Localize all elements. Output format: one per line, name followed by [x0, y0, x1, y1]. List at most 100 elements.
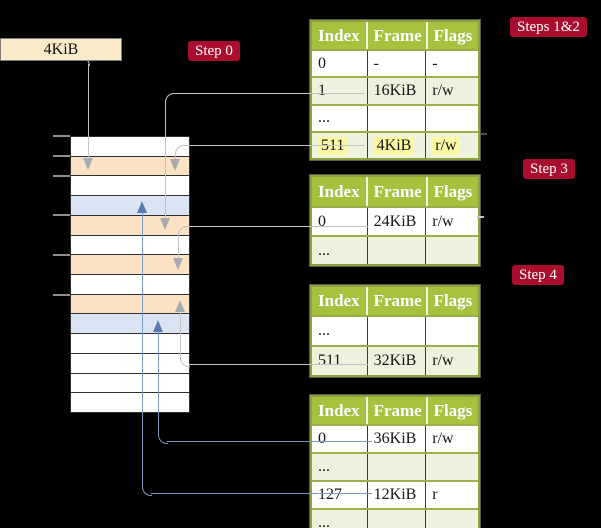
table-cell: r/w	[426, 78, 478, 104]
table-row: ...	[312, 508, 478, 528]
memory-tick	[53, 214, 70, 216]
memory-frame-row-2	[71, 176, 189, 197]
column-header-flags: Flags	[433, 400, 473, 420]
memory-frame-row-7	[71, 275, 189, 295]
column-header-frame: Frame	[368, 177, 428, 206]
connector-table4-index-0-to-memory-frame-36KiB	[167, 441, 372, 442]
table-row: ...	[312, 315, 478, 345]
cell-text: ...	[318, 458, 330, 475]
cell-text: 32KiB	[373, 352, 417, 369]
table-cell: 36KiB	[368, 426, 427, 452]
cell-text: 511	[318, 352, 342, 369]
memory-tick	[53, 135, 70, 137]
cell-text: ...	[318, 322, 330, 339]
table-row: 0 24KiB r/w	[312, 206, 478, 235]
badge-step-3: Step 3	[523, 159, 575, 179]
connector-table1-index-511-to-memory-frame-4KiB-arrowhead-icon	[169, 159, 180, 171]
memory-tick	[53, 294, 70, 296]
table-cell	[367, 510, 427, 528]
table-cell: -	[426, 51, 478, 76]
memory-frame-row-8	[71, 294, 189, 315]
table-cell: 0	[312, 426, 368, 452]
cell-text: 0	[318, 212, 326, 230]
memory-frame-row-9	[71, 314, 189, 335]
column-header-index: Index	[312, 397, 368, 424]
table-cell	[368, 317, 427, 345]
connector-table1-index-1-to-memory-frame-16KiB	[173, 93, 365, 94]
physical-memory-column	[70, 136, 190, 413]
column-header-index: Index	[312, 22, 368, 49]
cell-text: ...	[318, 109, 330, 127]
table-cell: r/w	[426, 347, 478, 375]
memory-frame-row-12	[71, 373, 189, 394]
table-cell	[426, 510, 478, 528]
cell-text: r/w	[432, 136, 460, 155]
connector-table4-index-127-to-memory-frame-12KiB	[142, 486, 152, 496]
memory-frame-row-13	[71, 393, 189, 413]
connector-table3-index-511-to-memory-frame-32KiB-arrowhead-icon	[174, 300, 185, 312]
connector-table4-index-127-to-memory-frame-12KiB-arrowhead-icon	[136, 201, 147, 213]
cell-text: 16KiB	[373, 81, 417, 99]
frame-size-label: 4KiB	[0, 38, 122, 61]
memory-frame-row-1	[71, 156, 189, 177]
connector-table2-index-0-to-memory-frame-24KiB	[178, 234, 179, 258]
connector-table4-index-0-to-memory-frame-36KiB	[158, 332, 159, 434]
badge-step-4: Step 4	[512, 265, 564, 285]
table-cell	[426, 237, 478, 264]
table-cell: 24KiB	[368, 208, 427, 235]
cell-text: -	[432, 54, 438, 72]
mark	[477, 216, 484, 218]
table-row: 127 12KiB r	[312, 480, 478, 508]
table-cell	[426, 106, 478, 131]
table-cell: 511	[312, 132, 368, 159]
column-header-frame: Frame	[368, 287, 428, 315]
table-row: 1 16KiB r/w	[312, 76, 478, 104]
connector-table1-index-1-to-memory-frame-16KiB	[165, 101, 166, 218]
table-cell: 16KiB	[367, 78, 427, 104]
connector-table1-index-1-to-memory-frame-16KiB	[165, 93, 175, 103]
table-cell: ...	[312, 317, 368, 345]
connector-table2-index-0-to-memory-frame-24KiB	[186, 226, 368, 227]
connector-table1-index-511-to-memory-frame-4KiB	[183, 145, 365, 146]
memory-frame-row-6	[71, 255, 189, 276]
table-cell: ...	[312, 454, 368, 480]
connector-table2-index-0-to-memory-frame-24KiB-arrowhead-icon	[172, 258, 183, 270]
cell-text: r/w	[432, 81, 454, 99]
table-row: ...	[312, 235, 478, 264]
cell-text: 127	[318, 486, 342, 503]
table-cell	[367, 454, 427, 480]
cell-text: 1	[318, 81, 326, 99]
column-header-flags: Flags	[433, 25, 473, 45]
column-header-flags: Flags	[433, 291, 473, 310]
table-cell: 12KiB	[368, 482, 427, 508]
table-cell	[368, 105, 427, 131]
cell-text: r	[432, 486, 438, 503]
connector-table1-index-1-to-memory-frame-16KiB-arrowhead-icon	[159, 218, 170, 230]
table-cell: r/w	[426, 208, 478, 235]
connector-frame-size-label-to-memory-frame-4KiB-arrowhead-icon	[82, 158, 93, 170]
connector-table2-index-0-to-memory-frame-24KiB	[178, 226, 188, 236]
memory-frame-row-0	[71, 137, 189, 157]
cell-text: ...	[318, 241, 330, 259]
column-header-index: Index	[312, 287, 368, 315]
cell-text: 0	[318, 430, 326, 447]
table-cell: r/w	[426, 426, 478, 452]
badge-step-0: Step 0	[188, 41, 240, 61]
memory-frame-row-5	[71, 235, 189, 256]
column-header-frame: Frame	[368, 22, 428, 49]
table-cell: 0	[312, 208, 368, 235]
mark	[481, 133, 487, 135]
table-row: 0--	[312, 49, 478, 77]
cell-text: r/w	[432, 212, 454, 230]
table-cell	[426, 317, 478, 345]
